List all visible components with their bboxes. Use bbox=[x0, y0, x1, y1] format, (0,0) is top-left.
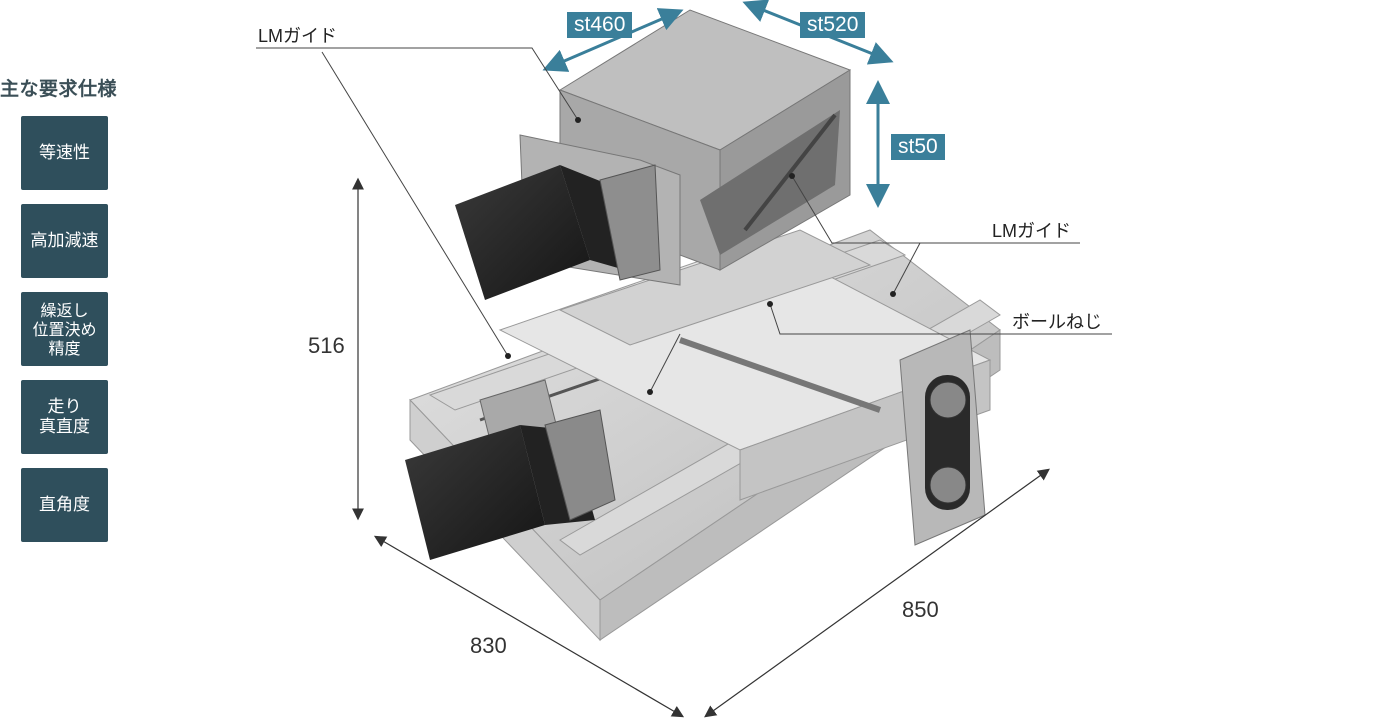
spec-item-straightness: 走り 真直度 bbox=[21, 380, 108, 454]
spec-item-repeatability: 繰返し 位置決め 精度 bbox=[21, 292, 108, 366]
callout-lm-guide-top: LMガイド bbox=[258, 26, 338, 46]
stroke-label-z: st50 bbox=[891, 134, 945, 160]
dimension-height: 516 bbox=[308, 333, 345, 358]
upper-motor bbox=[455, 164, 661, 300]
dimension-width: 850 bbox=[902, 597, 939, 622]
stroke-label-y: st520 bbox=[800, 12, 866, 38]
dimension-lines bbox=[352, 177, 1050, 718]
spec-item-squareness: 直角度 bbox=[21, 468, 108, 542]
callout-dots bbox=[505, 117, 896, 395]
callout-ball-screw: ボールねじ bbox=[1012, 312, 1102, 332]
callout-leaders bbox=[256, 47, 1112, 393]
stroke-label-x: st460 bbox=[567, 12, 633, 38]
spec-title: 主な要求仕様 bbox=[0, 78, 118, 100]
callout-lm-guide-right: LMガイド bbox=[992, 221, 1072, 241]
dimension-depth: 830 bbox=[470, 633, 507, 658]
spec-item-constant-speed: 等速性 bbox=[21, 116, 108, 190]
belt-drive-end-plate bbox=[899, 329, 986, 546]
lower-motor bbox=[405, 379, 616, 560]
spec-item-high-acceleration: 高加減速 bbox=[21, 204, 108, 278]
